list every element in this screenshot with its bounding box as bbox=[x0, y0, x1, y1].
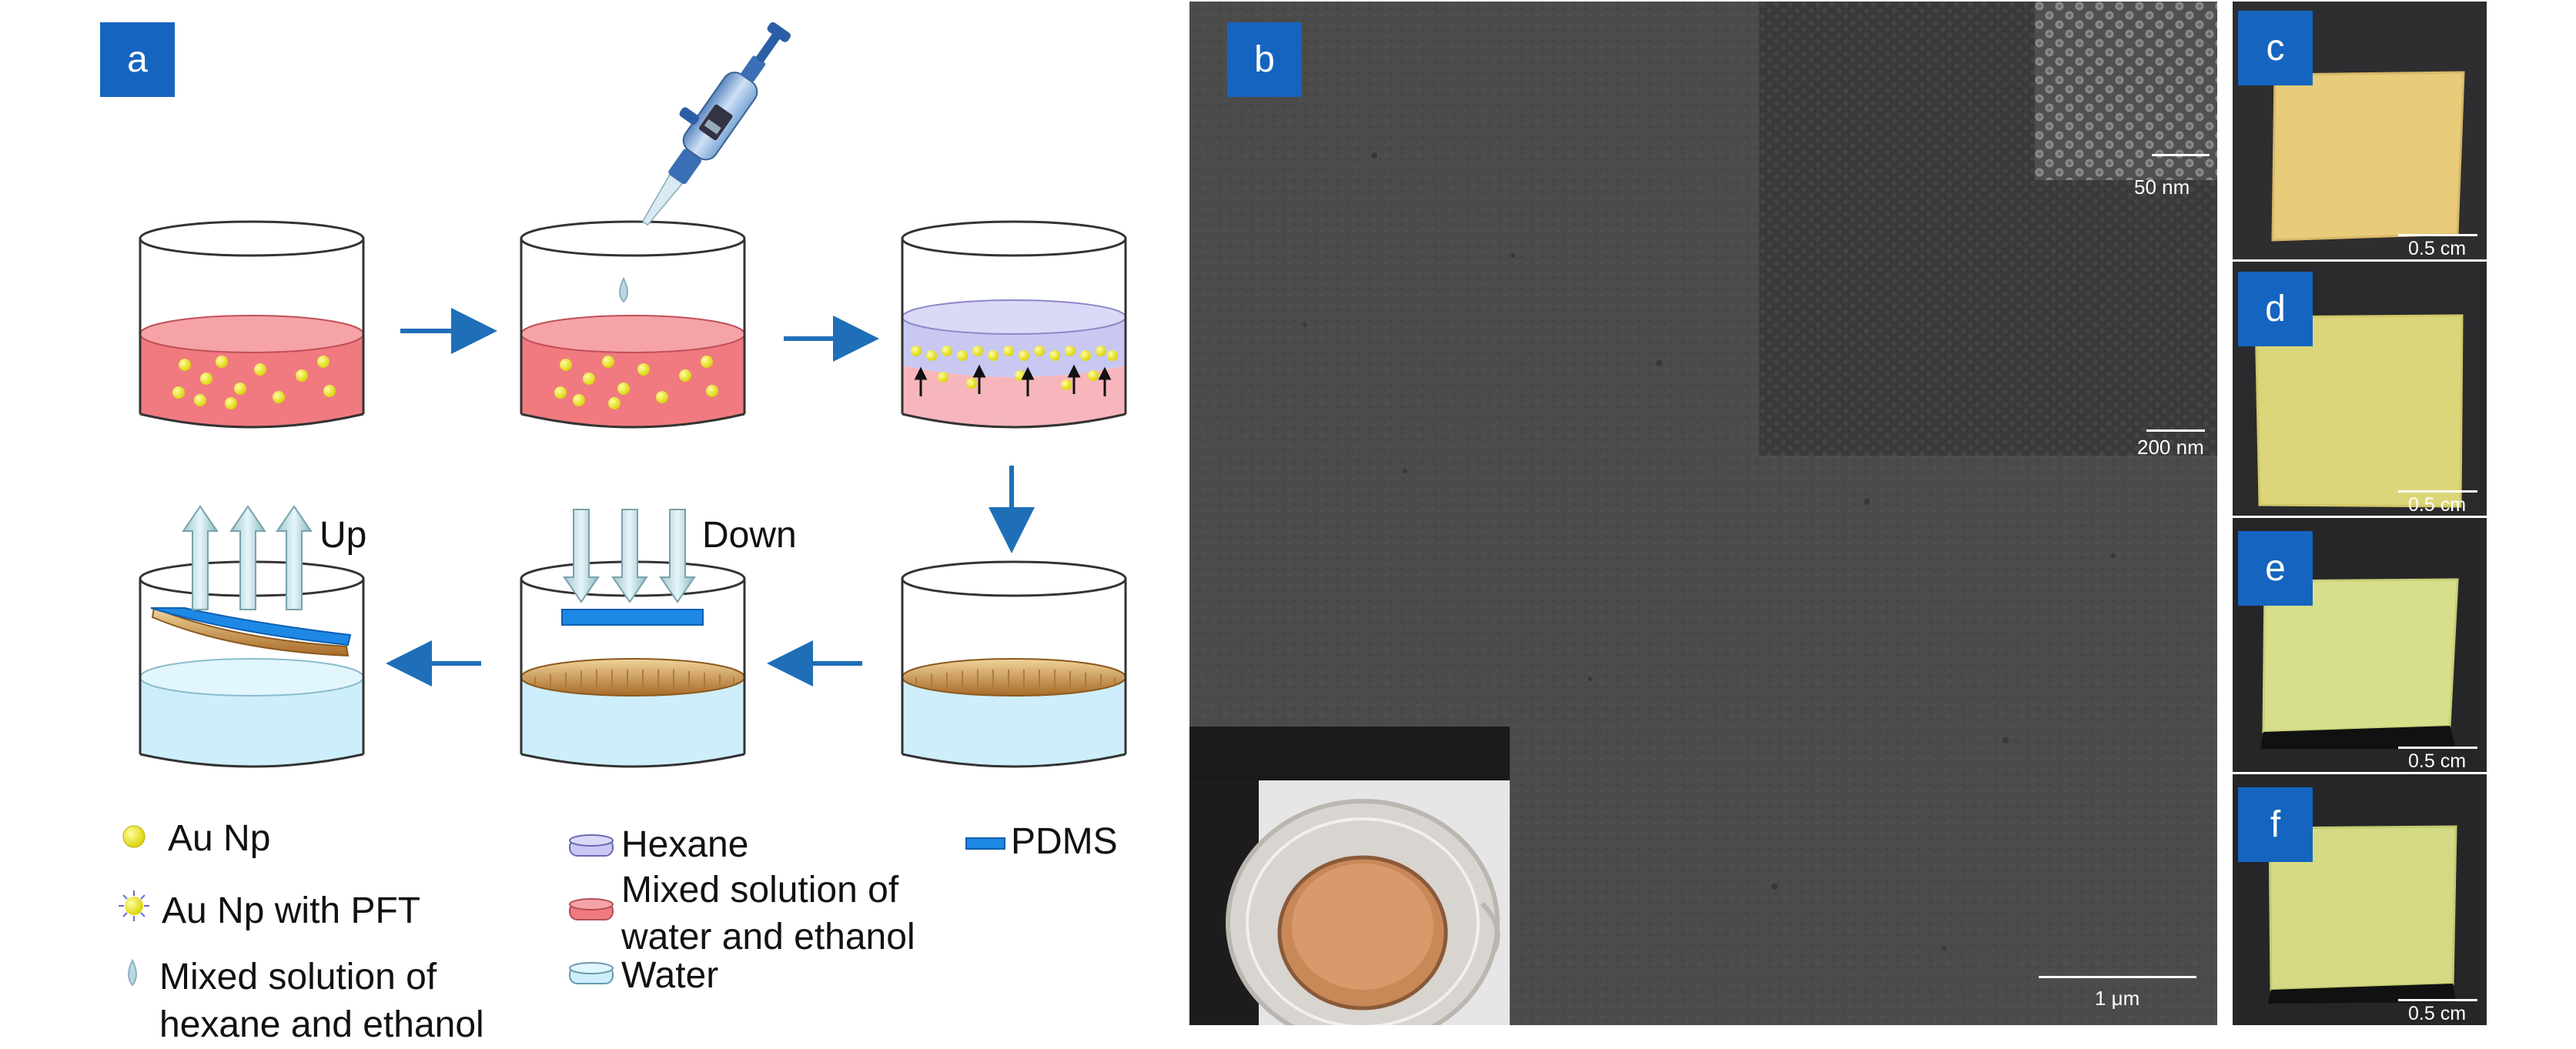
scale-label-d: 0.5 cm bbox=[2408, 494, 2467, 516]
pdms-legend-icon bbox=[965, 837, 1005, 850]
beaker-photo-inset bbox=[1189, 727, 1510, 1025]
au-np-pft-legend-icon bbox=[119, 890, 149, 921]
scale-label-1um: 1 μm bbox=[2095, 987, 2140, 1010]
droplet-legend-icon bbox=[128, 958, 137, 987]
legend-mixed-hexane-line2: hexane and ethanol bbox=[159, 1004, 484, 1045]
panel-d-label: d bbox=[2238, 272, 2313, 346]
pipette-icon bbox=[641, 22, 791, 226]
panel-f-label: f bbox=[2238, 787, 2313, 862]
scale-bar-c bbox=[2398, 234, 2477, 236]
legend-mixed-water-line1: Mixed solution of bbox=[621, 870, 899, 910]
panel-a-schematic bbox=[119, 22, 1127, 987]
panel-a-label: a bbox=[100, 22, 175, 97]
nanoparticles-1 bbox=[172, 356, 336, 409]
scale-bar-f bbox=[2398, 999, 2477, 1001]
scale-bar-50nm bbox=[2152, 154, 2210, 156]
legend-au-np-pft: Au Np with PFT bbox=[162, 890, 421, 931]
panel-b-label: b bbox=[1227, 22, 1302, 97]
beaker-2 bbox=[520, 220, 746, 429]
nanoparticles-2 bbox=[554, 356, 718, 409]
panel-c-label: c bbox=[2238, 11, 2313, 85]
legend-pdms: PDMS bbox=[1011, 821, 1118, 862]
scale-label-c: 0.5 cm bbox=[2408, 238, 2467, 259]
scale-bar-e bbox=[2398, 747, 2477, 749]
panel-e-label: e bbox=[2238, 531, 2313, 606]
scale-label-50nm: 50 nm bbox=[2134, 175, 2190, 199]
legend-mixed-water-line2: water and ethanol bbox=[621, 917, 915, 957]
droplet-icon bbox=[619, 276, 628, 303]
scale-label-200nm: 200 nm bbox=[2137, 436, 2204, 459]
scale-label-f: 0.5 cm bbox=[2408, 1003, 2467, 1024]
up-arrows bbox=[182, 505, 313, 610]
legend-water: Water bbox=[621, 955, 719, 996]
scale-label-e: 0.5 cm bbox=[2408, 750, 2467, 772]
beaker-4 bbox=[901, 560, 1127, 768]
hexane-legend-icon bbox=[569, 834, 614, 857]
scale-bar-d bbox=[2398, 490, 2477, 493]
beaker-1 bbox=[139, 220, 365, 429]
au-np-legend-icon bbox=[122, 825, 146, 848]
sem-inset-50nm bbox=[2035, 2, 2217, 180]
lifted-pdms-with-film bbox=[150, 606, 352, 657]
pdms-stamp bbox=[561, 609, 704, 626]
down-arrows bbox=[563, 509, 696, 603]
beaker-3 bbox=[901, 220, 1127, 429]
up-label: Up bbox=[319, 515, 367, 556]
scale-bar-1um bbox=[2039, 976, 2196, 978]
beaker-6 bbox=[139, 505, 365, 768]
nanoparticles-3 bbox=[911, 346, 1118, 390]
legend-mixed-hexane-line1: Mixed solution of bbox=[159, 957, 437, 997]
legend-hexane: Hexane bbox=[621, 824, 749, 865]
water-legend-icon bbox=[569, 962, 614, 984]
down-label: Down bbox=[702, 515, 797, 556]
mixed-water-legend-icon bbox=[569, 898, 614, 920]
scale-bar-200nm bbox=[2146, 429, 2205, 432]
beaker-5 bbox=[520, 509, 746, 768]
upward-arrows bbox=[914, 364, 1112, 396]
legend-au-np: Au Np bbox=[168, 818, 271, 859]
